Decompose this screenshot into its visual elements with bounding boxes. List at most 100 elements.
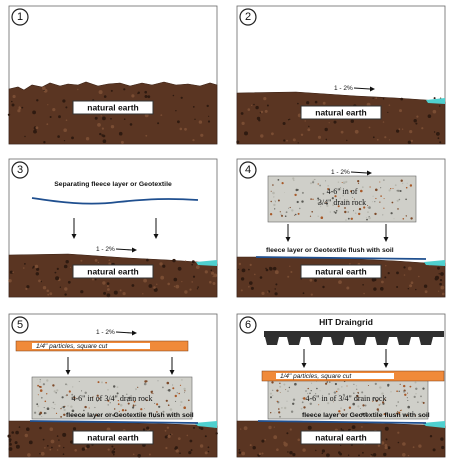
earth-speck: [26, 285, 30, 289]
earth-speck: [333, 120, 337, 124]
rock-speck: [320, 206, 322, 208]
earth-speck: [47, 293, 50, 296]
rock-speck: [374, 201, 376, 203]
rock-speck: [322, 192, 325, 195]
earth-speck: [177, 120, 180, 124]
earth-speck: [24, 135, 26, 138]
earth-speck: [49, 292, 53, 296]
earth-speck: [35, 126, 39, 130]
earth-speck: [107, 448, 110, 451]
rock-speck: [277, 179, 280, 181]
earth-speck: [315, 449, 317, 452]
rock-speck: [143, 382, 147, 386]
rock-speck: [116, 386, 119, 388]
rock-speck: [291, 209, 294, 212]
earth-speck: [200, 427, 204, 430]
rock-speck: [117, 400, 119, 402]
earth-speck: [166, 434, 168, 436]
earth-label: natural earth: [315, 267, 367, 277]
earth-speck: [212, 276, 214, 278]
earth-speck: [300, 133, 304, 136]
rock-speck: [415, 393, 417, 395]
rock-speck: [342, 194, 344, 197]
rock-speck: [360, 189, 363, 193]
rock-speck: [113, 385, 116, 388]
earth-speck: [358, 454, 360, 457]
rock-speck: [56, 389, 59, 392]
rock-speck: [344, 207, 346, 209]
fleece-flush-label: fleece layer or Geotextile flush with so…: [66, 412, 194, 419]
draingrid-cell: [265, 337, 279, 345]
rock-speck: [60, 408, 62, 410]
earth-speck: [108, 259, 111, 262]
rock-speck: [342, 393, 345, 396]
down-arrow-head: [383, 363, 389, 368]
earth-speck: [287, 451, 289, 453]
rock-speck: [132, 404, 135, 406]
earth-speck: [283, 441, 286, 445]
earth-speck: [18, 106, 21, 109]
earth-speck: [28, 440, 33, 445]
rock-speck: [118, 414, 121, 416]
rock-speck: [320, 216, 324, 219]
earth-speck: [189, 439, 193, 443]
earth-speck: [308, 125, 310, 128]
rock-speck: [301, 191, 304, 194]
rock-speck: [347, 217, 350, 220]
earth-speck: [306, 101, 310, 105]
earth-speck: [46, 123, 49, 126]
earth-speck: [8, 438, 12, 441]
earth-speck: [35, 272, 39, 276]
rock-speck: [118, 410, 120, 412]
rock-speck: [285, 211, 288, 214]
rock-speck: [292, 398, 296, 401]
earth-speck: [396, 129, 400, 133]
earth-speck: [146, 426, 150, 430]
drain-rock-layer: [267, 175, 417, 223]
rock-speck: [53, 390, 56, 393]
rock-speck: [316, 198, 319, 201]
down-arrow-head: [71, 234, 77, 239]
earth-speck: [102, 139, 107, 143]
earth-speck: [236, 140, 240, 144]
earth-speck: [110, 125, 115, 129]
earth-speck: [9, 270, 13, 274]
rock-speck: [375, 197, 377, 200]
earth-speck: [120, 140, 124, 144]
earth-speck: [376, 138, 379, 141]
earth-texture: [7, 426, 218, 458]
earth-speck: [173, 277, 178, 282]
rock-speck: [39, 411, 43, 415]
rock-speck: [397, 208, 399, 210]
rock-speck: [114, 408, 116, 410]
rock-speck: [397, 189, 400, 192]
rock-speck: [372, 400, 374, 402]
rock-speck: [61, 396, 64, 399]
earth-speck: [297, 142, 299, 144]
rock-speck: [284, 192, 285, 193]
rock-speck: [393, 218, 395, 220]
earth-speck: [49, 448, 52, 451]
earth-speck: [240, 112, 244, 115]
earth-speck: [326, 453, 330, 458]
earth-speck: [384, 444, 388, 447]
rock-speck: [296, 200, 299, 204]
rock-speck: [65, 395, 67, 397]
earth-speck: [34, 264, 39, 269]
rock-speck: [379, 403, 382, 406]
earth-speck: [180, 96, 183, 99]
rock-label-line-1: 4-6" in of: [327, 187, 358, 196]
earth-speck: [382, 121, 385, 123]
down-arrow-head: [301, 363, 307, 368]
rock-speck: [36, 378, 38, 380]
rock-speck: [369, 186, 371, 188]
rock-speck: [133, 400, 136, 403]
rock-speck: [333, 401, 334, 403]
earth-speck: [253, 103, 255, 106]
earth-speck: [362, 451, 364, 454]
earth-speck: [213, 273, 218, 278]
rock-speck: [292, 177, 295, 180]
slope-arrow: [115, 331, 133, 334]
earth-speck: [193, 426, 195, 429]
earth-speck: [260, 134, 264, 138]
